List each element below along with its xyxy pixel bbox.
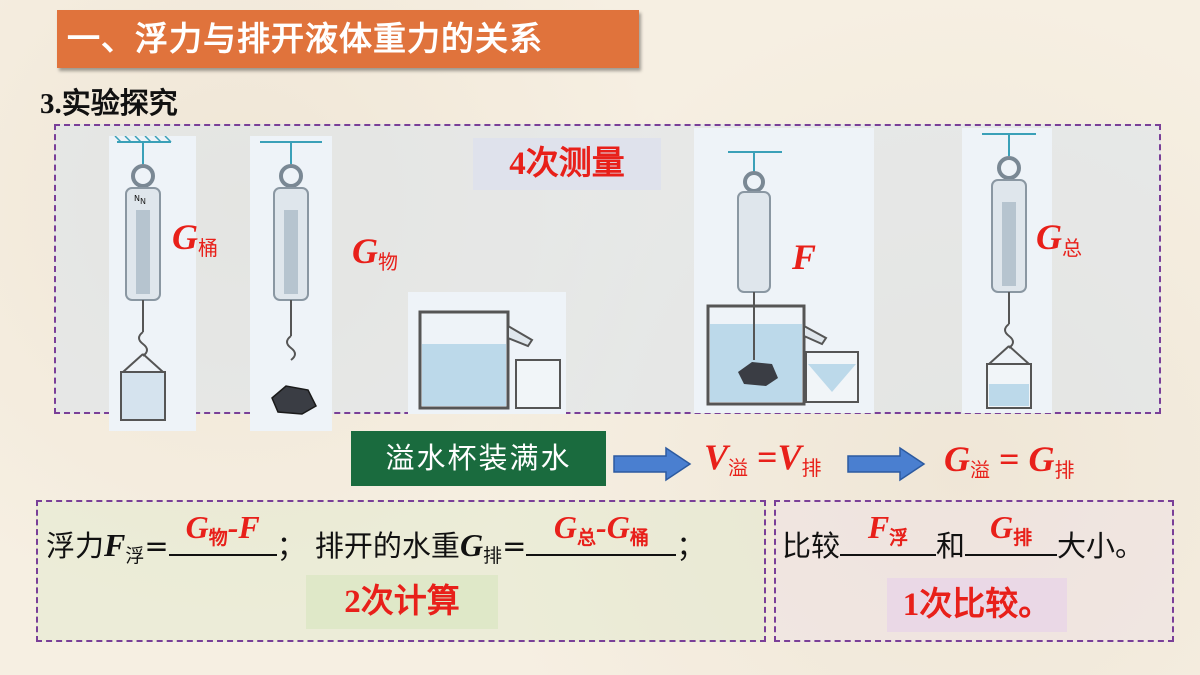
overflow-cup-label: 溢水杯装满水 (351, 431, 606, 486)
svg-text:N: N (140, 197, 146, 206)
spring-scale-immersed-illustration (706, 151, 859, 406)
answer-blank-displaced: G总-G桶 (526, 509, 677, 556)
answer-blank-buoyancy: G物-F (168, 509, 277, 556)
answer-blank-g: G排 (965, 509, 1058, 556)
spring-scale-bucket-illustration: N (114, 136, 172, 421)
arrow-right-icon (613, 446, 692, 482)
label-g-object: G物 (352, 231, 398, 274)
section-number: 3. (40, 88, 62, 120)
compare-count-tag: 1次比较。 (887, 578, 1067, 632)
section-label: 实验探究 (61, 86, 178, 120)
calculation-formula: 浮力F浮=G物-F； 排开的水重G排=G总-G桶； (46, 509, 706, 567)
section-heading: 3.实验探究 (40, 80, 178, 122)
answer-blank-f: F浮 (840, 509, 937, 556)
label-f: F (792, 237, 817, 277)
measure-count-tag: 4次测量 (473, 138, 661, 190)
label-g-total: G总 (1036, 217, 1082, 260)
calc-count-tag: 2次计算 (306, 575, 498, 629)
label-g-bucket: G桶 (172, 217, 218, 260)
spring-scale-total-illustration (982, 133, 1036, 409)
overflow-cup-illustration (418, 310, 561, 410)
spring-scale-object-illustration (260, 141, 322, 415)
scale1-unit: N (134, 194, 140, 203)
title-banner: 一、浮力与排开液体重力的关系 (57, 10, 639, 68)
arrow-right-icon-2 (847, 446, 926, 482)
equation-gravity: G溢 = G排 (944, 439, 1075, 482)
equation-volume: V溢 =V排 (704, 437, 822, 480)
